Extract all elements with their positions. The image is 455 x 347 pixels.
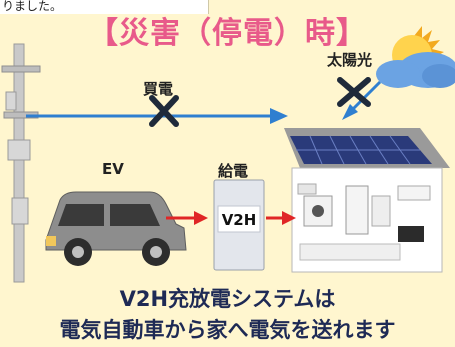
buy-power-label: 買電 [143, 80, 174, 98]
house-icon [284, 128, 450, 273]
solar-label: 太陽光 [327, 51, 373, 69]
utility-pole-icon [1, 43, 41, 283]
v2h-to-house-arrow [266, 211, 296, 225]
v2h-label: V2H [221, 211, 257, 229]
grid-power-arrow [26, 108, 288, 124]
car-to-v2h-arrow [166, 211, 208, 225]
cross-mark-icon [337, 77, 371, 107]
cross-mark-icon [149, 95, 179, 127]
cloud-sun-icon [376, 26, 455, 88]
title-heading: 【災害（停電）時】 [88, 16, 367, 51]
ev-label: EV [102, 160, 124, 178]
footer-line-1: V2H充放電システムは [119, 287, 336, 311]
top-text-fragment: りました。 [0, 0, 209, 14]
supply-label: 給電 [218, 162, 249, 180]
v2h-charger-unit [213, 179, 265, 271]
electric-car-icon [45, 191, 187, 266]
footer-line-2: 電気自動車から家へ電気を送れます [59, 318, 396, 342]
